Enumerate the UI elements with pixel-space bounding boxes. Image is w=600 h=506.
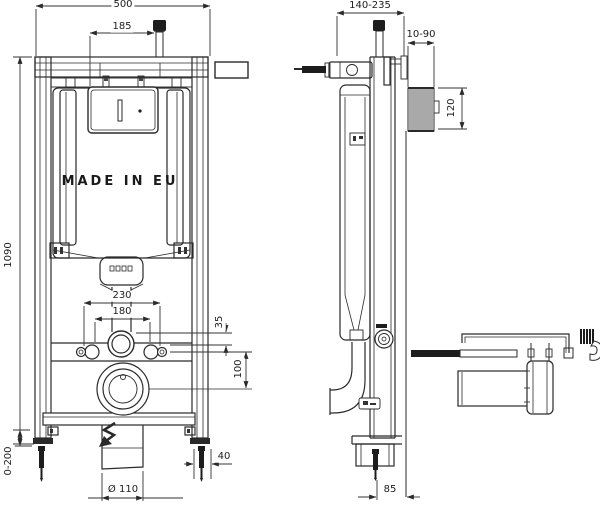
angle-valve-assembly [294, 61, 373, 79]
dim-label-outlet-distance: 85 [381, 483, 399, 496]
side-frame-channel [369, 56, 396, 439]
connection-sleeve [457, 360, 554, 415]
panel-pin [138, 109, 142, 113]
dim-label-flush-offset: 35 [213, 313, 226, 331]
side-view [294, 20, 600, 497]
front-view [33, 20, 252, 482]
side-cistern [339, 84, 371, 341]
adjustable-feet [33, 438, 210, 482]
dim-label-depth-range: 140-235 [347, 0, 393, 12]
water-supply-pipe [153, 20, 166, 58]
bottom-crossbar [42, 412, 196, 436]
dim-label-drain-diameter: Ø 110 [105, 483, 141, 496]
inner-rails [49, 89, 194, 259]
dim-label-opening-height: 120 [445, 96, 458, 120]
wall-opening-block [407, 87, 440, 132]
dim-label-overall-width: 500 [111, 0, 135, 11]
panel-slot [117, 99, 123, 122]
fixing-holes [75, 344, 168, 360]
drain-pipe [101, 425, 144, 470]
dim-label-drain-offset: 100 [232, 357, 245, 381]
side-water-supply-pipe [373, 20, 385, 58]
dim-label-anchor-width: 40 [215, 450, 233, 463]
dim-label-inner-width: 185 [110, 20, 134, 33]
outlet-elbow [329, 342, 381, 415]
drain-outlet [96, 362, 252, 416]
top-crossmember [34, 56, 209, 88]
floor-anchor-left [38, 446, 45, 482]
dim-label-leg-range: 0-200 [2, 444, 15, 478]
wall-fixing-rod [411, 333, 574, 363]
dim-label-overall-height: 1090 [2, 240, 15, 270]
floor-anchor-right [198, 446, 205, 482]
dimension-lines [13, 3, 467, 501]
dim-label-inner-spacing: 180 [110, 305, 134, 318]
label-box [214, 61, 249, 79]
wall-plug-anchor [580, 329, 600, 361]
flush-pipe-connection [107, 330, 135, 358]
made-in-eu-marking: MADE IN EU [61, 174, 179, 190]
side-foot [351, 435, 402, 481]
flow-direction-arrow [99, 421, 117, 447]
coiled-flush-pipe [374, 324, 394, 349]
dim-label-wall-inset: 10-90 [404, 28, 438, 41]
access-panel [87, 86, 159, 134]
dim-label-outer-spacing: 230 [110, 289, 134, 302]
